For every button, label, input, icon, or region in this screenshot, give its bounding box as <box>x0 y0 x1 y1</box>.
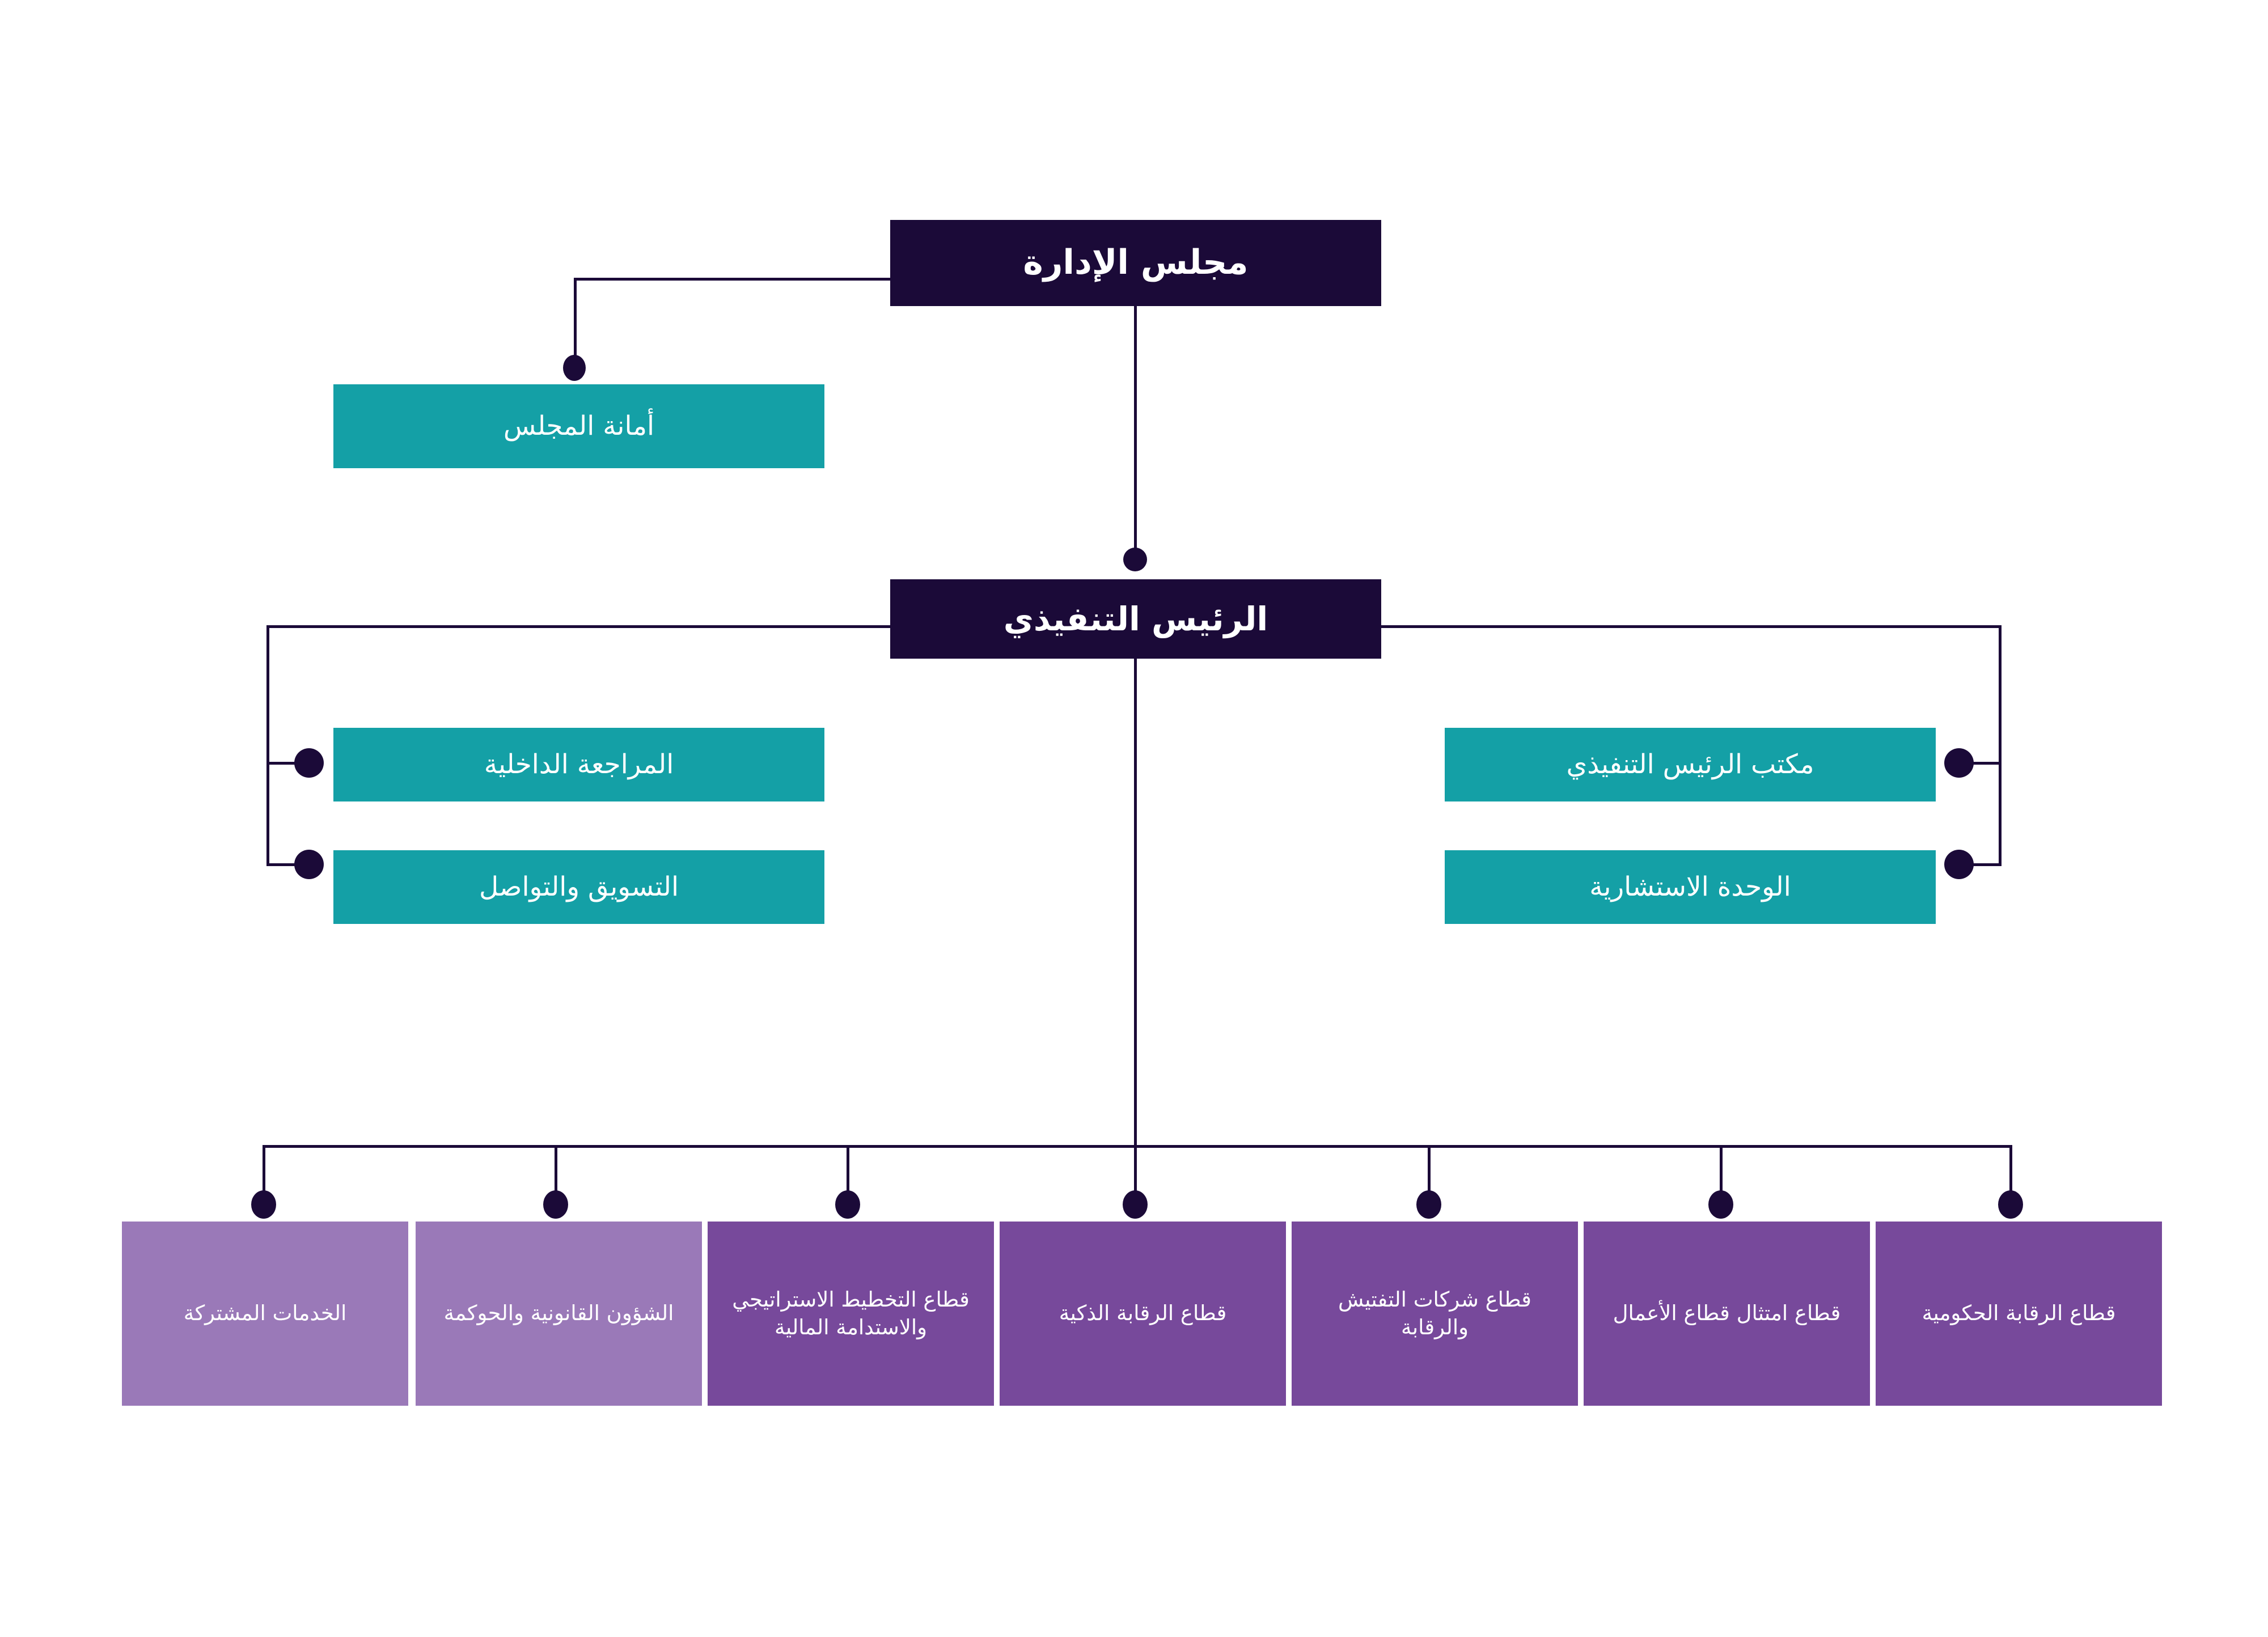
connector-ceo-right-horizontal <box>1380 625 2002 628</box>
connector-drop-sector-2 <box>555 1145 557 1201</box>
node-sector-shared-services[interactable]: الخدمات المشتركة <box>122 1222 408 1406</box>
node-sector-inspection-and-control-companies[interactable]: قطاع شركات التفتيش والرقابة <box>1292 1222 1578 1406</box>
connector-stub-ceo-office <box>1954 762 2002 765</box>
connector-board-to-ceo-vertical <box>1134 306 1137 557</box>
connector-dot-internal-audit <box>294 748 324 778</box>
node-internal-audit[interactable]: المراجعة الداخلية <box>333 728 824 801</box>
connector-dot-sector-1 <box>251 1190 276 1219</box>
connector-dot-ceo-office <box>1944 748 1974 778</box>
connector-drop-sector-4 <box>1134 1145 1137 1201</box>
connector-ceo-left-horizontal <box>266 625 891 628</box>
connector-dot-sector-3 <box>835 1190 860 1219</box>
node-marketing-and-communications[interactable]: التسويق والتواصل <box>333 850 824 924</box>
node-sector-strategic-planning-and-financial-sustainability[interactable]: قطاع التخطيط الاستراتيجي والاستدامة الما… <box>708 1222 994 1406</box>
connector-dot-marketing <box>294 850 324 879</box>
node-sector-smart-oversight[interactable]: قطاع الرقابة الذكية <box>1000 1222 1286 1406</box>
connector-drop-sector-5 <box>1428 1145 1431 1201</box>
connector-dot-sector-4 <box>1123 1190 1148 1219</box>
connector-dot-sector-5 <box>1416 1190 1441 1219</box>
connector-drop-sector-1 <box>263 1145 265 1201</box>
node-board-of-directors[interactable]: مجلس الإدارة <box>890 220 1381 306</box>
connector-dot-advisory-unit <box>1944 850 1974 879</box>
connector-ceo-left-trunk <box>266 625 269 866</box>
connector-stub-internal-audit <box>266 762 314 765</box>
connector-dot-sector-7 <box>1998 1190 2023 1219</box>
connector-drop-sector-3 <box>847 1145 849 1201</box>
connector-drop-sector-7 <box>2009 1145 2012 1201</box>
node-ceo[interactable]: الرئيس التنفيذي <box>890 579 1381 659</box>
node-advisory-unit[interactable]: الوحدة الاستشارية <box>1445 850 1936 924</box>
connector-drop-sector-6 <box>1720 1145 1723 1201</box>
connector-dot-sector-2 <box>543 1190 568 1219</box>
node-ceo-office[interactable]: مكتب الرئيس التنفيذي <box>1445 728 1936 801</box>
node-board-secretariat[interactable]: أمانة المجلس <box>333 384 824 468</box>
connector-stub-marketing <box>266 863 314 866</box>
connector-ceo-to-rail-vertical <box>1134 659 1137 1147</box>
connector-stub-advisory-unit <box>1954 863 2002 866</box>
node-sector-legal-affairs-and-governance[interactable]: الشؤون القانونية والحوكمة <box>416 1222 702 1406</box>
connector-sector-rail <box>263 1145 2012 1148</box>
connector-dot-secretariat <box>563 355 586 381</box>
node-sector-government-oversight[interactable]: قطاع الرقابة الحكومية <box>1876 1222 2162 1406</box>
connector-board-to-secretariat-vertical <box>574 278 577 364</box>
connector-ceo-right-trunk <box>1999 625 2002 866</box>
node-sector-business-sector-compliance[interactable]: قطاع امتثال قطاع الأعمال <box>1584 1222 1870 1406</box>
connector-board-to-secretariat-horizontal <box>574 278 891 281</box>
connector-dot-ceo <box>1123 548 1147 571</box>
connector-dot-sector-6 <box>1708 1190 1733 1219</box>
